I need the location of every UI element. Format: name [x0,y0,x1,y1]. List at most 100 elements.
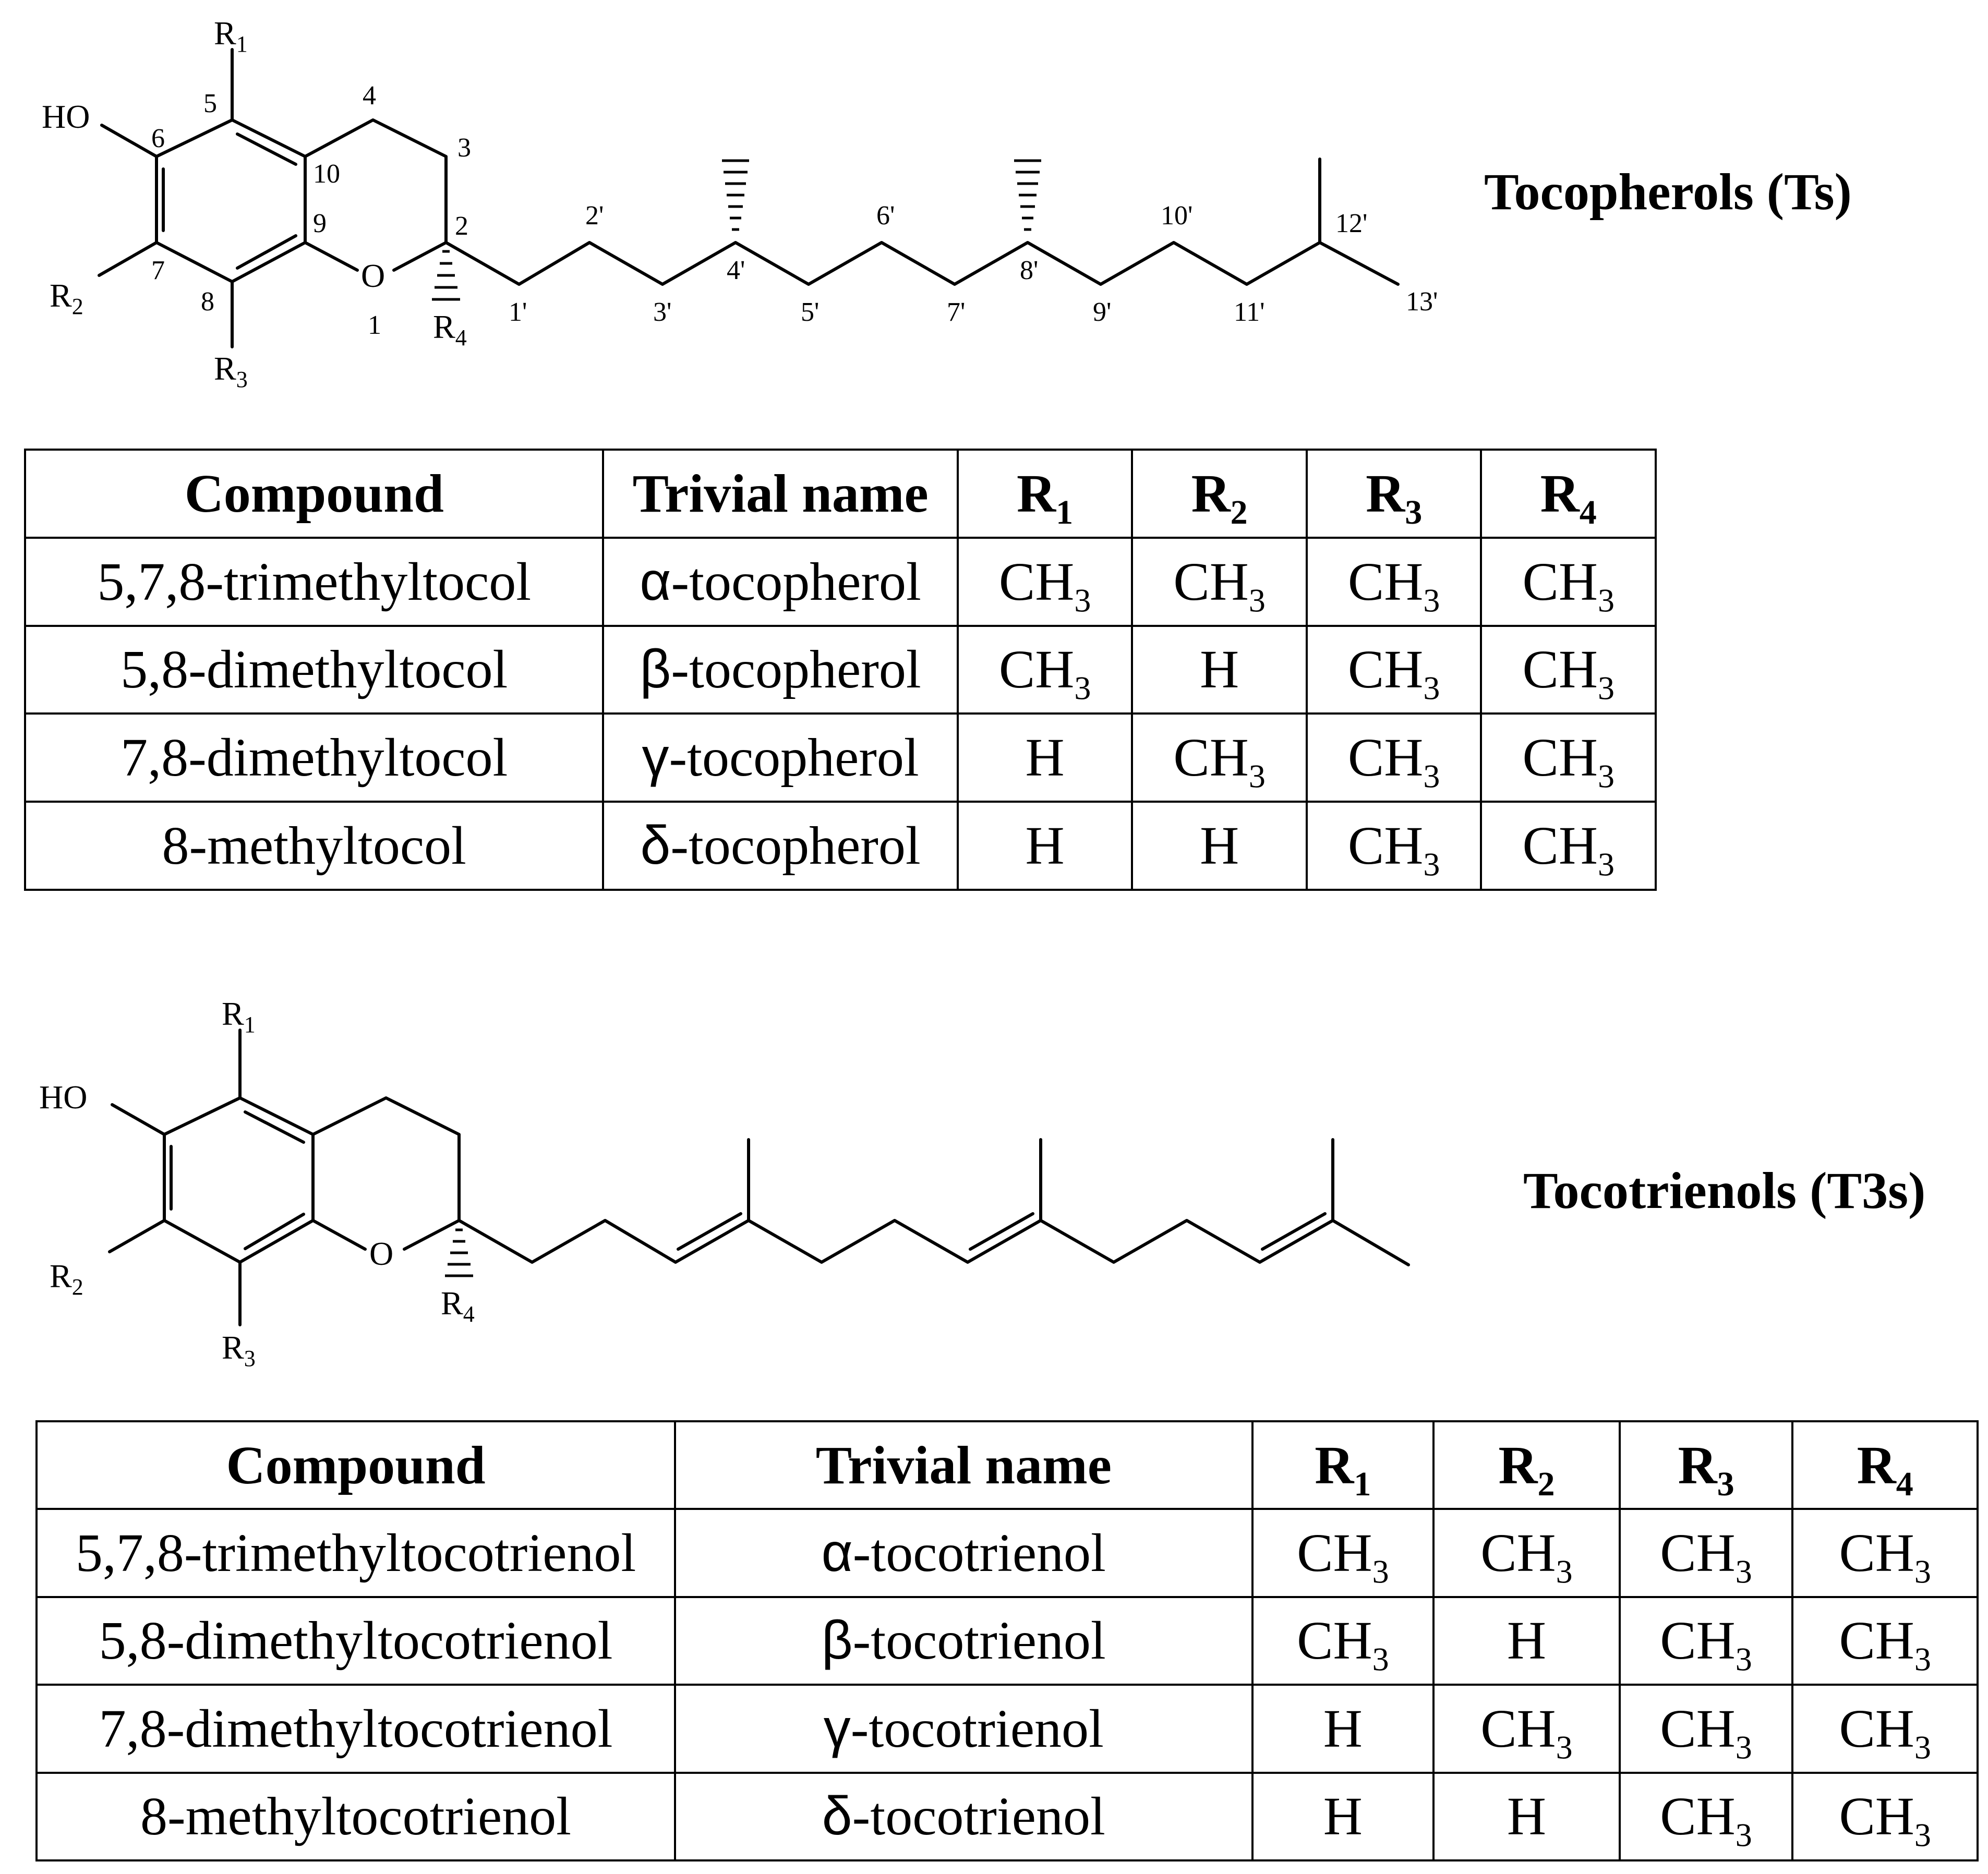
r1-cell: CH3 [1251,1595,1435,1686]
ho-label: HO [42,98,90,135]
bond-o1-c9 [311,1219,367,1251]
chain-number-2: 2' [585,201,604,231]
header-r1: R1 [956,449,1134,539]
tocotrienol-structure-svg: HO O R1 R2 R3 R4 [39,995,1410,1371]
r4-hashed-wedge [445,1228,473,1277]
tocopherol-structure-svg: HO O R1 R2 R3 R4 1 2 3 4 5 6 7 8 9 10 1'… [42,15,1438,392]
ring-number-9: 9 [313,209,327,238]
r3-cell: CH3 [1305,712,1483,803]
r3-label: R3 [214,350,248,392]
ring-double-bond-5-10 [244,1110,305,1144]
chain-number-13: 13' [1406,287,1438,317]
chain-number-9: 9' [1093,297,1111,327]
r4-hashed-wedge [432,250,460,301]
r2-label: R2 [50,1258,83,1300]
ring-number-3: 3 [457,133,471,163]
ho-label: HO [39,1079,87,1116]
table-row: 7,8-dimethyltocol γ-tocopherol H CH3 CH3… [23,712,1657,803]
compound-cell: 5,7,8-trimethyltocol [23,536,605,627]
r2-cell: H [1432,1771,1621,1862]
ring-oxygen-label: O [361,257,385,294]
r4-label: R4 [433,308,467,350]
r2-cell: CH3 [1432,1684,1621,1774]
compound-cell: 8-methyltocol [23,801,605,891]
header-trivial-name: Trivial name [602,449,959,539]
compound-cell: 8-methyltocotrienol [35,1771,677,1862]
header-r1: R1 [1251,1420,1435,1510]
chain-number-10: 10' [1161,201,1192,231]
r1-cell: H [956,801,1134,891]
r2-cell: CH3 [1131,712,1308,803]
r1-cell: CH3 [1251,1508,1435,1598]
chain-number-3: 3' [653,297,671,327]
bond-r2 [108,1219,166,1253]
header-r4: R4 [1791,1420,1979,1510]
trivial-name-cell: α-tocotrienol [674,1508,1254,1598]
ring-double-bond-8-9 [244,1213,305,1250]
trivial-name-cell: γ-tocotrienol [674,1684,1254,1774]
r3-label: R3 [222,1329,256,1371]
r1-cell: CH3 [956,536,1134,627]
r4-label: R4 [441,1285,475,1327]
trivial-name-cell: γ-tocopherol [602,712,959,803]
r2-cell: H [1131,801,1308,891]
ring-oxygen-label: O [369,1235,393,1272]
table-row: 8-methyltocol δ-tocopherol H H CH3 CH3 [23,801,1657,891]
r1-cell: H [1251,1684,1435,1774]
ring-number-6: 6 [151,124,165,153]
bond-ho [100,124,158,158]
r2-cell: CH3 [1432,1508,1621,1598]
compound-cell: 5,7,8-trimethyltocotrienol [35,1508,677,1598]
r1-label: R1 [222,995,256,1037]
r3-cell: CH3 [1618,1508,1794,1598]
r4-cell: CH3 [1480,536,1657,627]
bond-r2 [98,241,158,277]
r4-cell: CH3 [1791,1684,1979,1774]
r3-cell: CH3 [1305,801,1483,891]
r1-cell: H [956,712,1134,803]
table-row: 7,8-dimethyltocotrienol γ-tocotrienol H … [35,1684,1979,1774]
table-row: 5,8-dimethyltocotrienol β-tocotrienol CH… [35,1595,1979,1686]
ring-number-4: 4 [363,81,376,111]
r4-cell: CH3 [1480,712,1657,803]
table-row: 5,7,8-trimethyltocol α-tocopherol CH3 CH… [23,536,1657,627]
trivial-name-cell: β-tocotrienol [674,1595,1254,1686]
trivial-name-cell: α-tocopherol [602,536,959,627]
methyl-8-hashed-wedge [1014,159,1041,231]
compound-cell: 7,8-dimethyltocotrienol [35,1684,677,1774]
table-row: 8-methyltocotrienol δ-tocotrienol H H CH… [35,1771,1979,1862]
r4-cell: CH3 [1480,624,1657,715]
ring-number-7: 7 [151,256,165,285]
ring-number-5: 5 [203,89,217,118]
aromatic-ring-bonds [155,118,307,283]
compound-cell: 5,8-dimethyltocotrienol [35,1595,677,1686]
tocotrienols-heading: Tocotrienols (T3s) [1523,1162,1926,1219]
ring-number-10: 10 [313,159,340,189]
table-row: 5,8-dimethyltocol β-tocopherol CH3 H CH3… [23,624,1657,715]
table-header-row: Compound Trivial name R1 R2 R3 R4 [35,1420,1979,1510]
ring-double-bond-5-10 [236,132,297,166]
double-bond-2 [969,1212,1034,1251]
header-r2: R2 [1131,449,1308,539]
compound-cell: 5,8-dimethyltocol [23,624,605,715]
chain-number-11: 11' [1234,297,1264,327]
tocotrienol-structure: HO O R1 R2 R3 R4 [0,981,1461,1398]
r1-cell: H [1251,1771,1435,1862]
double-bond-1 [677,1212,742,1251]
chain-number-4: 4' [727,256,745,285]
chain-number-7: 7' [947,297,965,327]
chain-number-8: 8' [1020,256,1038,285]
tocopherol-structure: HO O R1 R2 R3 R4 1 2 3 4 5 6 7 8 9 10 1'… [0,0,1492,407]
methyl-4-hashed-wedge [722,159,749,231]
ring-double-bond-8-9 [236,234,297,270]
r3-cell: CH3 [1618,1684,1794,1774]
header-r4: R4 [1480,449,1657,539]
r4-cell: CH3 [1791,1508,1979,1598]
chain-number-6: 6' [876,201,895,231]
r3-cell: CH3 [1618,1771,1794,1862]
chain-number-1: 1' [509,297,527,327]
header-compound: Compound [35,1420,677,1510]
chain-number-12: 12' [1335,209,1367,238]
tocotrienol-table: Compound Trivial name R1 R2 R3 R4 5,7,8-… [35,1420,1979,1862]
